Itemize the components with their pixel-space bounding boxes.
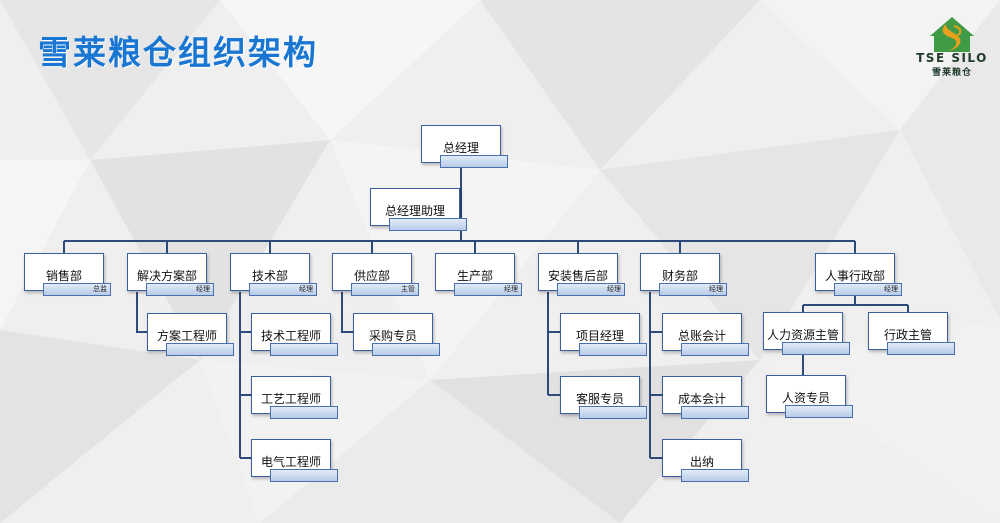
node-general-ledger-accountant: 总账会计 xyxy=(662,313,749,356)
node-cost-accountant: 成本会计 xyxy=(662,376,749,419)
node-hr-supervisor: 人力资源主管 xyxy=(763,312,850,355)
node-label: 方案工程师 xyxy=(156,329,217,343)
node-gm-assistant: 总经理助理 xyxy=(370,188,467,231)
node-label: 生产部 xyxy=(456,269,493,283)
node-title-bar xyxy=(579,343,647,356)
node-title-bar xyxy=(166,343,234,356)
node-project-manager: 项目经理 xyxy=(560,313,647,356)
node-title-bar xyxy=(782,342,850,355)
node-solutions-dept: 解决方案部 经理 xyxy=(127,253,214,296)
node-title-bar xyxy=(887,342,955,355)
node-label: 成本会计 xyxy=(677,392,726,406)
node-label: 人资专员 xyxy=(781,391,830,405)
logo-text-cn: 雪莱粮仓 xyxy=(931,68,972,78)
node-tech-engineer: 技术工程师 xyxy=(251,313,338,356)
node-cashier: 出纳 xyxy=(662,439,749,482)
node-admin-supervisor: 行政主管 xyxy=(868,312,955,355)
node-label: 项目经理 xyxy=(575,329,624,343)
node-title-bar xyxy=(372,343,440,356)
node-label: 工艺工程师 xyxy=(260,392,321,406)
node-label: 销售部 xyxy=(45,269,82,283)
node-label: 技术部 xyxy=(251,269,288,283)
node-customer-service: 客服专员 xyxy=(560,376,647,419)
node-title-bar xyxy=(785,405,853,418)
node-label: 供应部 xyxy=(353,269,390,283)
node-finance-dept: 财务部 经理 xyxy=(640,253,727,296)
node-hr-admin-dept: 人事行政部 经理 xyxy=(815,253,902,296)
node-label: 总经理 xyxy=(442,141,479,155)
node-title-bar xyxy=(270,469,338,482)
node-title-bar xyxy=(681,469,749,482)
node-title-bar xyxy=(389,218,467,231)
node-label: 总经理助理 xyxy=(384,204,445,218)
node-sales-dept: 销售部 总监 xyxy=(24,253,111,296)
node-label: 人事行政部 xyxy=(824,269,885,283)
node-title-bar: 主管 xyxy=(351,283,419,296)
node-title-bar xyxy=(681,343,749,356)
node-title-bar xyxy=(270,406,338,419)
node-solution-engineer: 方案工程师 xyxy=(147,313,234,356)
node-production-dept: 生产部 经理 xyxy=(435,253,522,296)
node-label: 技术工程师 xyxy=(260,329,321,343)
node-tech-dept: 技术部 经理 xyxy=(230,253,317,296)
node-install-service-dept: 安装售后部 经理 xyxy=(538,253,625,296)
node-label: 电气工程师 xyxy=(260,455,321,469)
node-title-bar: 经理 xyxy=(146,283,214,296)
node-title-bar: 经理 xyxy=(834,283,902,296)
node-title-bar: 经理 xyxy=(557,283,625,296)
node-hr-specialist: 人资专员 xyxy=(766,375,853,418)
node-label: 总账会计 xyxy=(677,329,726,343)
node-title-bar xyxy=(681,406,749,419)
tse-silo-logo xyxy=(930,17,974,52)
node-label: 人力资源主管 xyxy=(766,328,839,342)
node-title-bar: 总监 xyxy=(43,283,111,296)
node-label: 财务部 xyxy=(661,269,698,283)
node-general-manager: 总经理 xyxy=(421,125,508,168)
node-label: 安装售后部 xyxy=(547,269,608,283)
node-title-bar: 经理 xyxy=(249,283,317,296)
node-label: 客服专员 xyxy=(575,392,624,406)
logo-text-en: TSE SILO xyxy=(916,51,988,65)
node-label: 解决方案部 xyxy=(136,269,197,283)
node-purchasing-specialist: 采购专员 xyxy=(353,313,440,356)
node-process-engineer: 工艺工程师 xyxy=(251,376,338,419)
page-title: 雪莱粮仓组织架构 xyxy=(38,33,318,72)
node-label: 采购专员 xyxy=(368,329,417,343)
node-electrical-engineer: 电气工程师 xyxy=(251,439,338,482)
node-title-bar xyxy=(440,155,508,168)
node-title-bar xyxy=(270,343,338,356)
node-title-bar: 经理 xyxy=(454,283,522,296)
node-label: 行政主管 xyxy=(883,328,932,342)
node-title-bar: 经理 xyxy=(659,283,727,296)
node-supply-dept: 供应部 主管 xyxy=(332,253,419,296)
node-label: 出纳 xyxy=(689,455,714,469)
node-title-bar xyxy=(579,406,647,419)
